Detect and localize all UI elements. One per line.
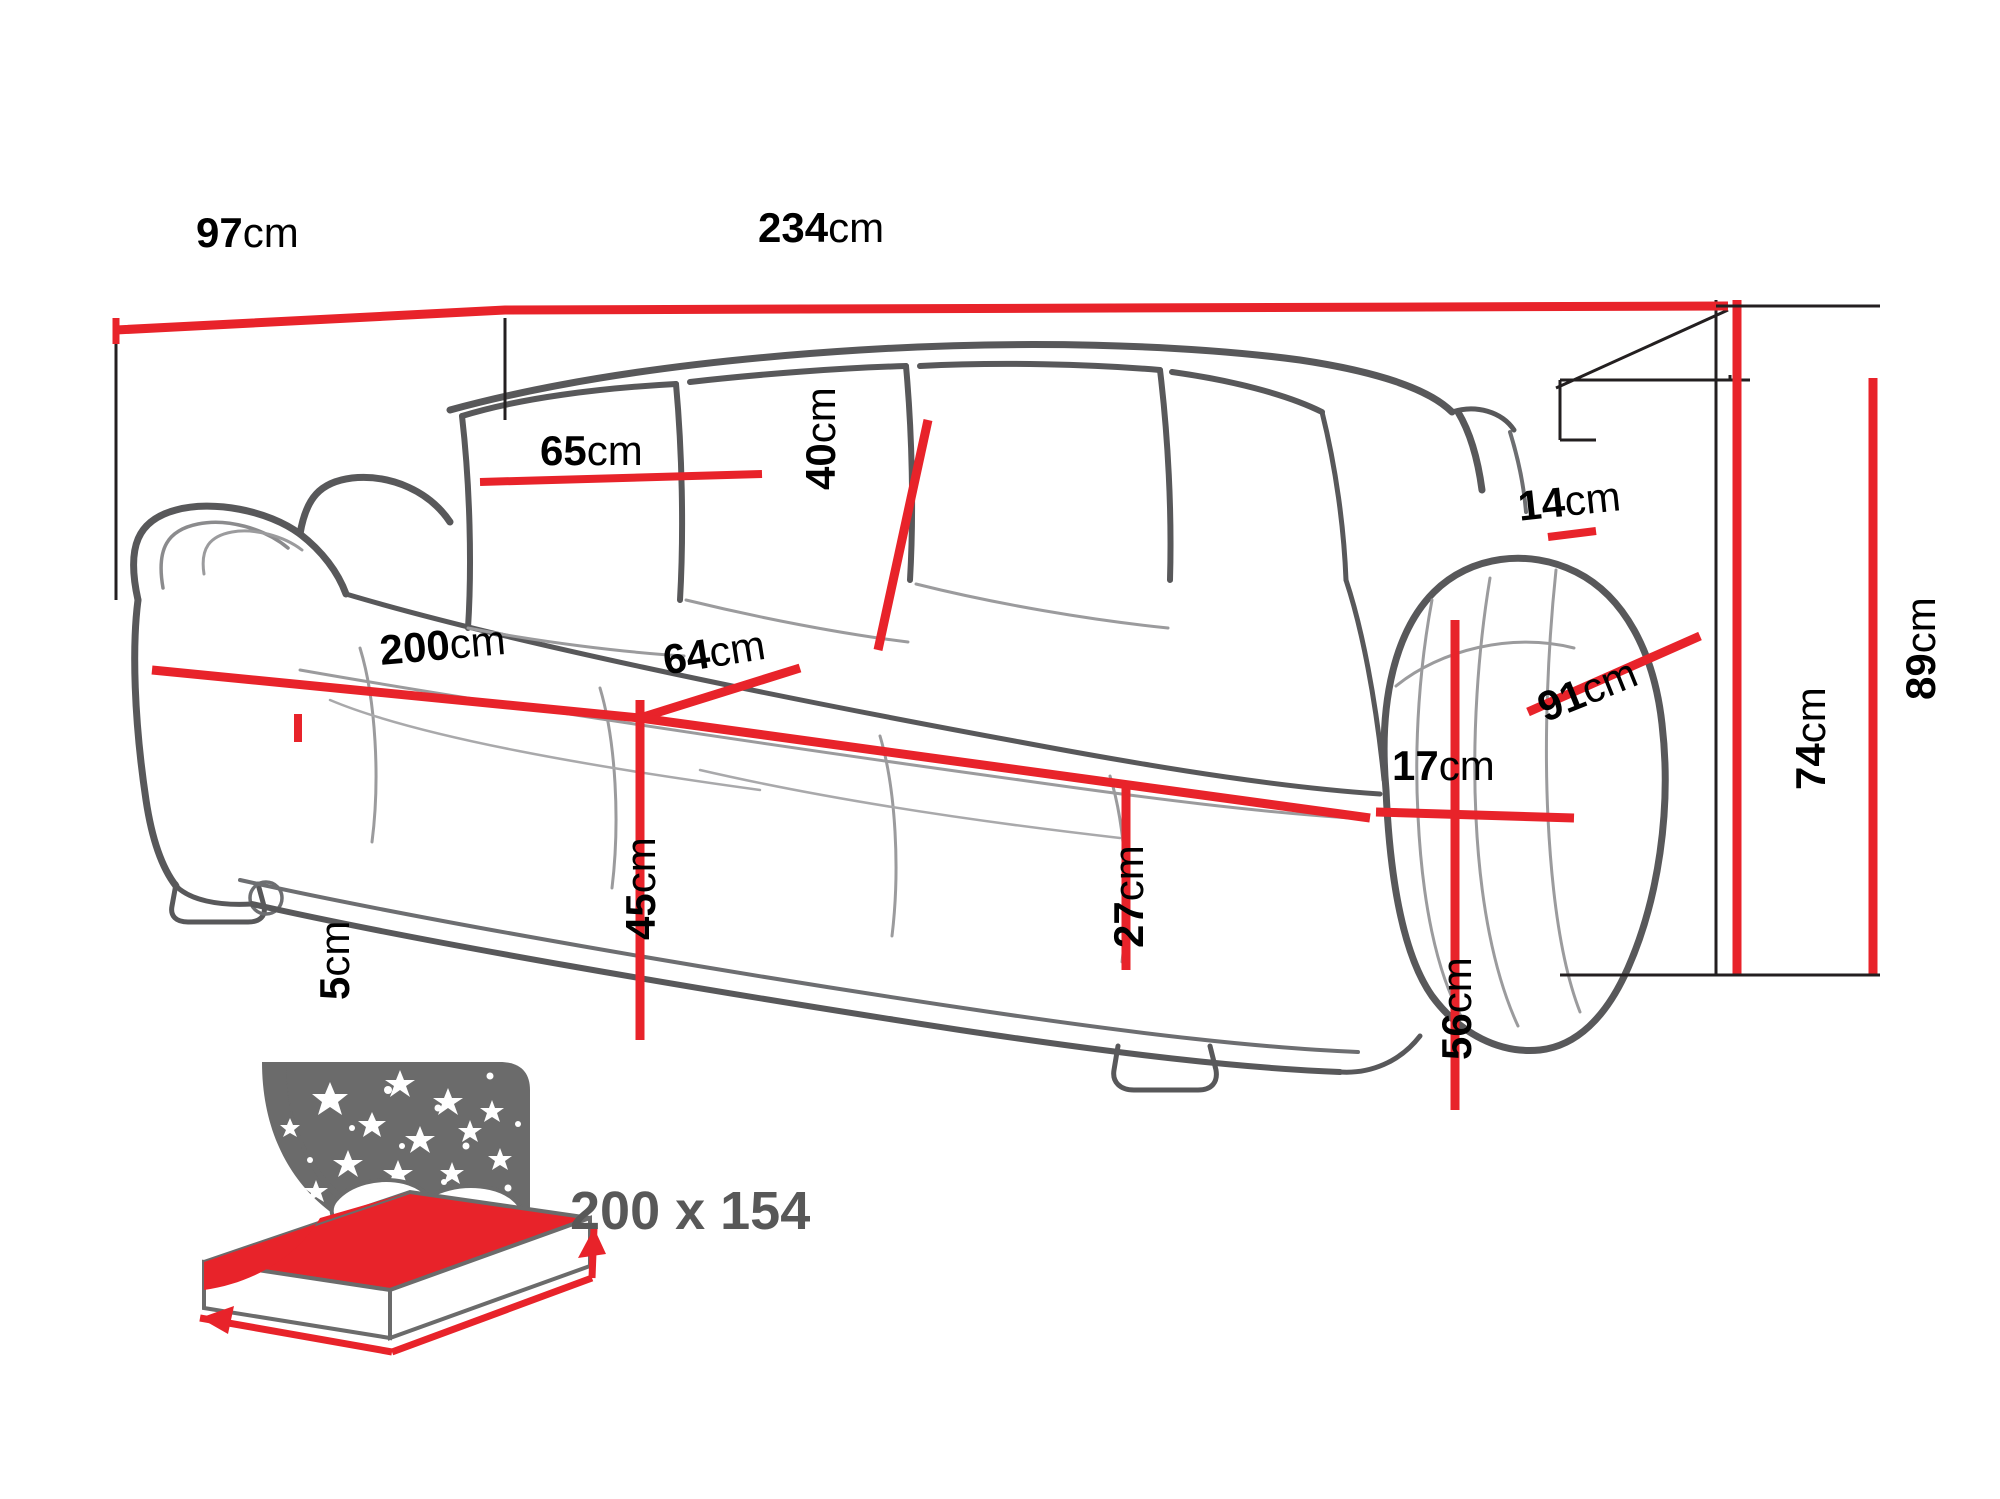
dimension-65cm-unit: cm bbox=[586, 427, 643, 474]
dimension-27cm: 27cm bbox=[1105, 845, 1152, 948]
dimension-64cm-unit: cm bbox=[705, 620, 769, 677]
dimension-89cm-unit: cm bbox=[1897, 597, 1944, 654]
leader-lines bbox=[114, 300, 1750, 975]
dimension-17cm-value: 17 bbox=[1392, 742, 1439, 789]
dimension-97cm-value: 97 bbox=[196, 209, 243, 256]
dimension-5cm-unit: cm bbox=[311, 920, 358, 977]
dimension-234cm-value: 234 bbox=[758, 204, 829, 251]
dimension-14cm: 14cm bbox=[1515, 472, 1623, 530]
dimension-97cm-unit: cm bbox=[242, 209, 299, 256]
dimension-27cm-unit: cm bbox=[1105, 845, 1152, 902]
dimension-lines bbox=[112, 300, 1878, 1110]
dimension-5cm-value: 5 bbox=[311, 976, 358, 1000]
dimension-56cm-value: 56 bbox=[1433, 1013, 1480, 1060]
dimension-64cm-value: 64 bbox=[659, 629, 714, 684]
dimension-40cm: 40cm bbox=[797, 387, 844, 490]
sleeping-area-label: 200 x 154 bbox=[570, 1181, 811, 1241]
dimension-65cm-value: 65 bbox=[540, 427, 587, 474]
dimension-200cm: 200cm bbox=[377, 616, 508, 674]
dimension-200cm-unit: cm bbox=[447, 616, 508, 668]
dimension-234cm: 234cm bbox=[758, 207, 884, 249]
dimension-brackets bbox=[1560, 304, 1880, 977]
dimension-40cm-unit: cm bbox=[797, 387, 844, 444]
dimension-27cm-value: 27 bbox=[1105, 901, 1152, 948]
sleeping-area-icon bbox=[199, 1062, 606, 1356]
dimension-56cm-unit: cm bbox=[1433, 957, 1480, 1014]
dimension-17cm-unit: cm bbox=[1438, 742, 1495, 789]
dimension-97cm: 97cm bbox=[196, 212, 299, 254]
dimension-40cm-value: 40 bbox=[797, 443, 844, 490]
dimension-14cm-value: 14 bbox=[1515, 478, 1568, 530]
dimension-56cm: 56cm bbox=[1433, 957, 1480, 1060]
dimension-89cm-value: 89 bbox=[1897, 653, 1944, 700]
dimension-45cm-unit: cm bbox=[617, 837, 664, 894]
dimension-234cm-unit: cm bbox=[828, 204, 885, 251]
dimension-74cm: 74cm bbox=[1787, 687, 1834, 790]
dimension-17cm: 17cm bbox=[1392, 745, 1495, 787]
dimension-74cm-value: 74 bbox=[1787, 743, 1834, 790]
dimension-14cm-unit: cm bbox=[1562, 472, 1623, 525]
dimension-45cm: 45cm bbox=[617, 837, 664, 940]
dimension-74cm-unit: cm bbox=[1787, 687, 1834, 744]
dimension-45cm-value: 45 bbox=[617, 893, 664, 940]
dimension-5cm: 5cm bbox=[311, 920, 358, 1000]
dimension-200cm-value: 200 bbox=[377, 620, 452, 674]
dimension-89cm: 89cm bbox=[1897, 597, 1944, 700]
dimension-65cm: 65cm bbox=[540, 430, 643, 472]
